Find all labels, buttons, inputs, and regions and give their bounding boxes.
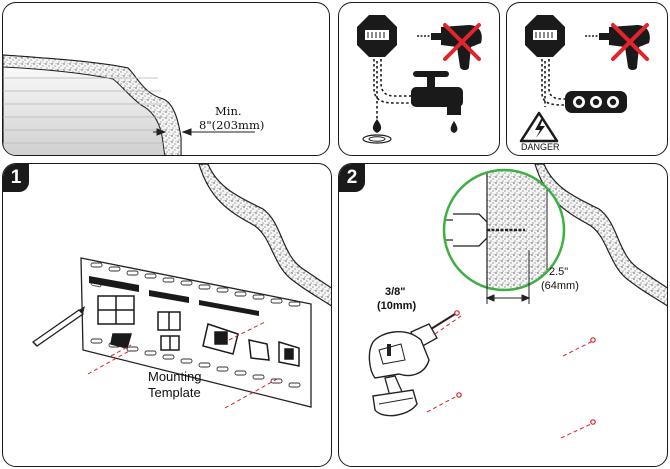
cross-out-icon [443, 23, 481, 61]
drill-icon [417, 25, 482, 70]
drill-icon [585, 25, 650, 70]
wall-edge [534, 164, 667, 307]
step2-number: 2 [339, 164, 365, 192]
template-label-line2: Template [148, 385, 201, 400]
warning-octagon-icon [525, 15, 565, 57]
step1-number: 1 [3, 164, 29, 192]
step1-drawing [31, 164, 331, 409]
warning-octagon-icon [357, 15, 397, 57]
step2-drawing [368, 164, 667, 439]
cordless-drill-icon [368, 313, 456, 417]
electric-hazard-icon [519, 111, 559, 143]
clearance-drawing [3, 54, 255, 155]
water-warning-panel [338, 2, 500, 156]
step1-panel: 1 [2, 163, 332, 467]
edge-distance-label: 2.5" [549, 266, 569, 278]
electric-warning-panel: DANGER [506, 2, 668, 156]
step2-panel: 2 [338, 163, 668, 467]
water-drop-icon [362, 119, 392, 144]
water-warning-drawing [357, 15, 482, 144]
wall-edge [198, 164, 331, 307]
edge-distance-dimension [485, 250, 531, 304]
template-header-text [89, 276, 259, 316]
drill-bit-size-label: 3/8" [385, 286, 406, 298]
electric-warning-drawing [519, 15, 650, 143]
water-faucet-icon [411, 71, 463, 133]
wall-section [3, 54, 182, 155]
clearance-dimension [153, 128, 255, 136]
clearance-min-value: 8"(203mm) [199, 118, 265, 132]
cross-out-icon [611, 23, 649, 61]
hidden-wire-lines [541, 59, 569, 107]
mounting-template [80, 257, 312, 408]
clearance-min-label: Min. [215, 104, 242, 118]
drill-hole-markers [426, 310, 596, 439]
template-figures [97, 295, 300, 367]
marking-lines [87, 321, 280, 409]
clearance-panel: Min. 8"(203mm) [2, 2, 330, 156]
edge-distance-mm-label: (64mm) [541, 280, 579, 292]
hidden-pipe-lines [373, 59, 419, 121]
drill-bit-size-mm-label: (10mm) [377, 300, 417, 312]
template-slots-top [90, 262, 301, 307]
magnifier-icon [442, 168, 566, 292]
pencil-icon [31, 306, 85, 347]
danger-label: DANGER [521, 142, 560, 152]
template-label-line1: Mounting [148, 369, 202, 384]
power-strip-icon [565, 91, 627, 113]
